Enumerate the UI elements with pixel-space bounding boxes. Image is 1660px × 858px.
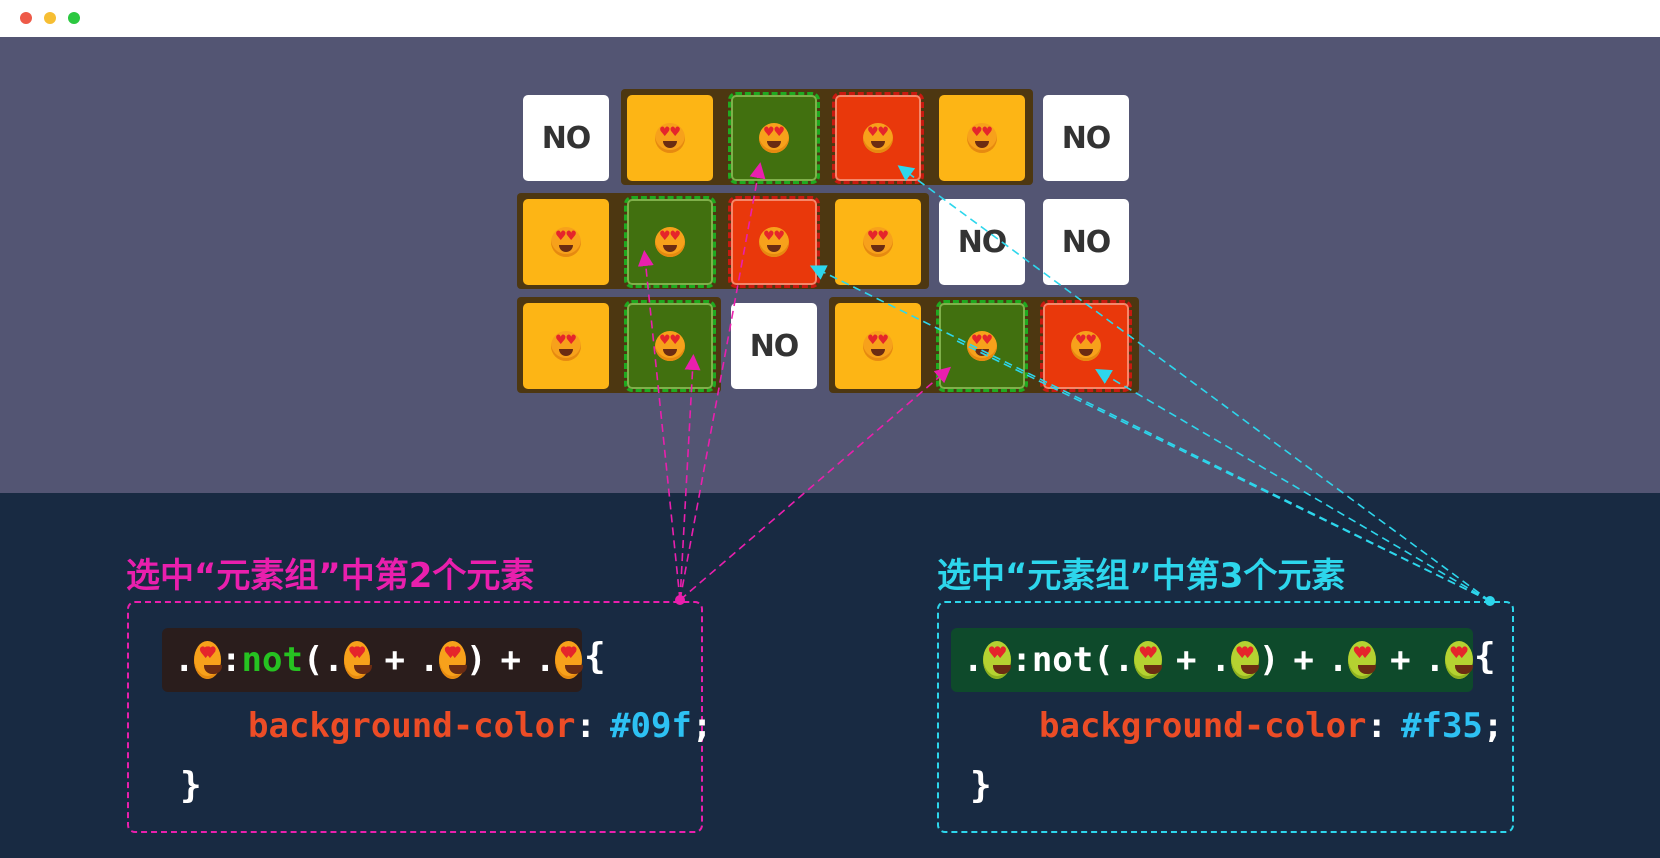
grid-tile-r3-c2 [624, 300, 716, 392]
right-close-brace: } [970, 765, 992, 806]
css-semicolon: ; [691, 706, 713, 746]
left-open-brace: { [584, 636, 606, 677]
close-paren: ) [465, 640, 487, 680]
grid-tile-r3-c5 [936, 300, 1028, 392]
not-pseudo-class: not [1031, 640, 1094, 680]
left-close-brace: } [180, 765, 202, 806]
grid-tile-r2-c3 [728, 196, 820, 288]
adjacent-combinator: + [1293, 640, 1314, 680]
colon: : [1011, 640, 1032, 680]
heart-eyes-emoji-icon [194, 641, 223, 679]
right-code-box [937, 601, 1514, 833]
adjacent-combinator: + [384, 640, 405, 680]
colon: : [221, 640, 242, 680]
no-label: NO [749, 328, 800, 364]
heart-eyes-emoji-icon [1134, 641, 1163, 679]
grid-tile-r1-c5 [939, 95, 1025, 181]
grid-tile-r3-c3: NO [731, 303, 817, 389]
window-titlebar [0, 0, 1660, 38]
no-label: NO [957, 224, 1008, 260]
not-pseudo-class: not [241, 640, 303, 680]
heart-eyes-emoji-icon [967, 331, 997, 361]
grid-tile-r3-c4 [835, 303, 921, 389]
grid-tile-r1-c2 [627, 95, 713, 181]
heart-eyes-emoji-icon [343, 641, 372, 679]
class-dot: . [323, 640, 344, 680]
left-panel-title: 选中“元素组”中第2个元素 [126, 556, 535, 596]
no-label: NO [541, 120, 592, 156]
heart-eyes-emoji-icon [863, 331, 893, 361]
adjacent-combinator: + [500, 640, 521, 680]
heart-eyes-emoji-icon [863, 227, 893, 257]
no-label: NO [1061, 120, 1112, 156]
heart-eyes-emoji-icon [759, 227, 789, 257]
class-dot: . [1210, 640, 1232, 680]
css-colon: : [575, 706, 596, 746]
heart-eyes-emoji-icon [967, 123, 997, 153]
left-declaration: background-color: #09f; [248, 706, 712, 746]
heart-eyes-emoji-icon [759, 123, 789, 153]
right-declaration: background-color: #f35; [1039, 706, 1503, 746]
heart-eyes-emoji-icon [439, 641, 468, 679]
heart-eyes-emoji-icon [655, 227, 685, 257]
class-dot: . [1327, 640, 1349, 680]
css-colon: : [1366, 706, 1387, 746]
grid-tile-r3-c1 [523, 303, 609, 389]
class-dot: . [174, 640, 195, 680]
heart-eyes-emoji-icon [1445, 641, 1474, 679]
adjacent-combinator: + [1176, 640, 1197, 680]
grid-tile-r2-c6: NO [1043, 199, 1129, 285]
heart-eyes-emoji-icon [655, 123, 685, 153]
grid-tile-r2-c2 [624, 196, 716, 288]
right-selector: . : not ( . + . ) + . + . [951, 628, 1474, 692]
minimize-window-button[interactable] [44, 12, 56, 24]
close-paren: ) [1258, 640, 1280, 680]
adjacent-combinator: + [1390, 640, 1411, 680]
open-paren: ( [302, 640, 324, 680]
class-dot: . [534, 640, 556, 680]
heart-eyes-emoji-icon [863, 123, 893, 153]
class-dot: . [963, 640, 984, 680]
grid-tile-r3-c6 [1040, 300, 1132, 392]
class-dot: . [1424, 640, 1446, 680]
css-value: #f35 [1401, 706, 1483, 746]
heart-eyes-emoji-icon [1348, 641, 1377, 679]
heart-eyes-emoji-icon [1071, 331, 1101, 361]
class-dot: . [1113, 640, 1135, 680]
heart-eyes-emoji-icon [983, 641, 1012, 679]
grid-tile-r1-c6: NO [1043, 95, 1129, 181]
css-property: background-color [1039, 706, 1367, 746]
maximize-window-button[interactable] [68, 12, 80, 24]
open-paren: ( [1093, 640, 1114, 680]
css-property: background-color [248, 706, 576, 746]
no-label: NO [1061, 224, 1112, 260]
grid-tile-r1-c3 [728, 92, 820, 184]
heart-eyes-emoji-icon [655, 331, 685, 361]
grid-tile-r2-c4 [835, 199, 921, 285]
css-semicolon: ; [1482, 706, 1504, 746]
heart-eyes-emoji-icon [1231, 641, 1260, 679]
right-panel-title: 选中“元素组”中第3个元素 [937, 556, 1346, 596]
left-code-box [127, 601, 703, 833]
class-dot: . [418, 640, 440, 680]
css-value: #09f [610, 706, 692, 746]
heart-eyes-emoji-icon [551, 331, 581, 361]
heart-eyes-emoji-icon [555, 641, 584, 679]
left-selector: . : not ( . + . ) + . [162, 628, 584, 692]
close-window-button[interactable] [20, 12, 32, 24]
heart-eyes-emoji-icon [551, 227, 581, 257]
grid-tile-r2-c1 [523, 199, 609, 285]
right-open-brace: { [1474, 636, 1496, 677]
grid-tile-r1-c1: NO [523, 95, 609, 181]
grid-tile-r2-c5: NO [939, 199, 1025, 285]
grid-tile-r1-c4 [832, 92, 924, 184]
